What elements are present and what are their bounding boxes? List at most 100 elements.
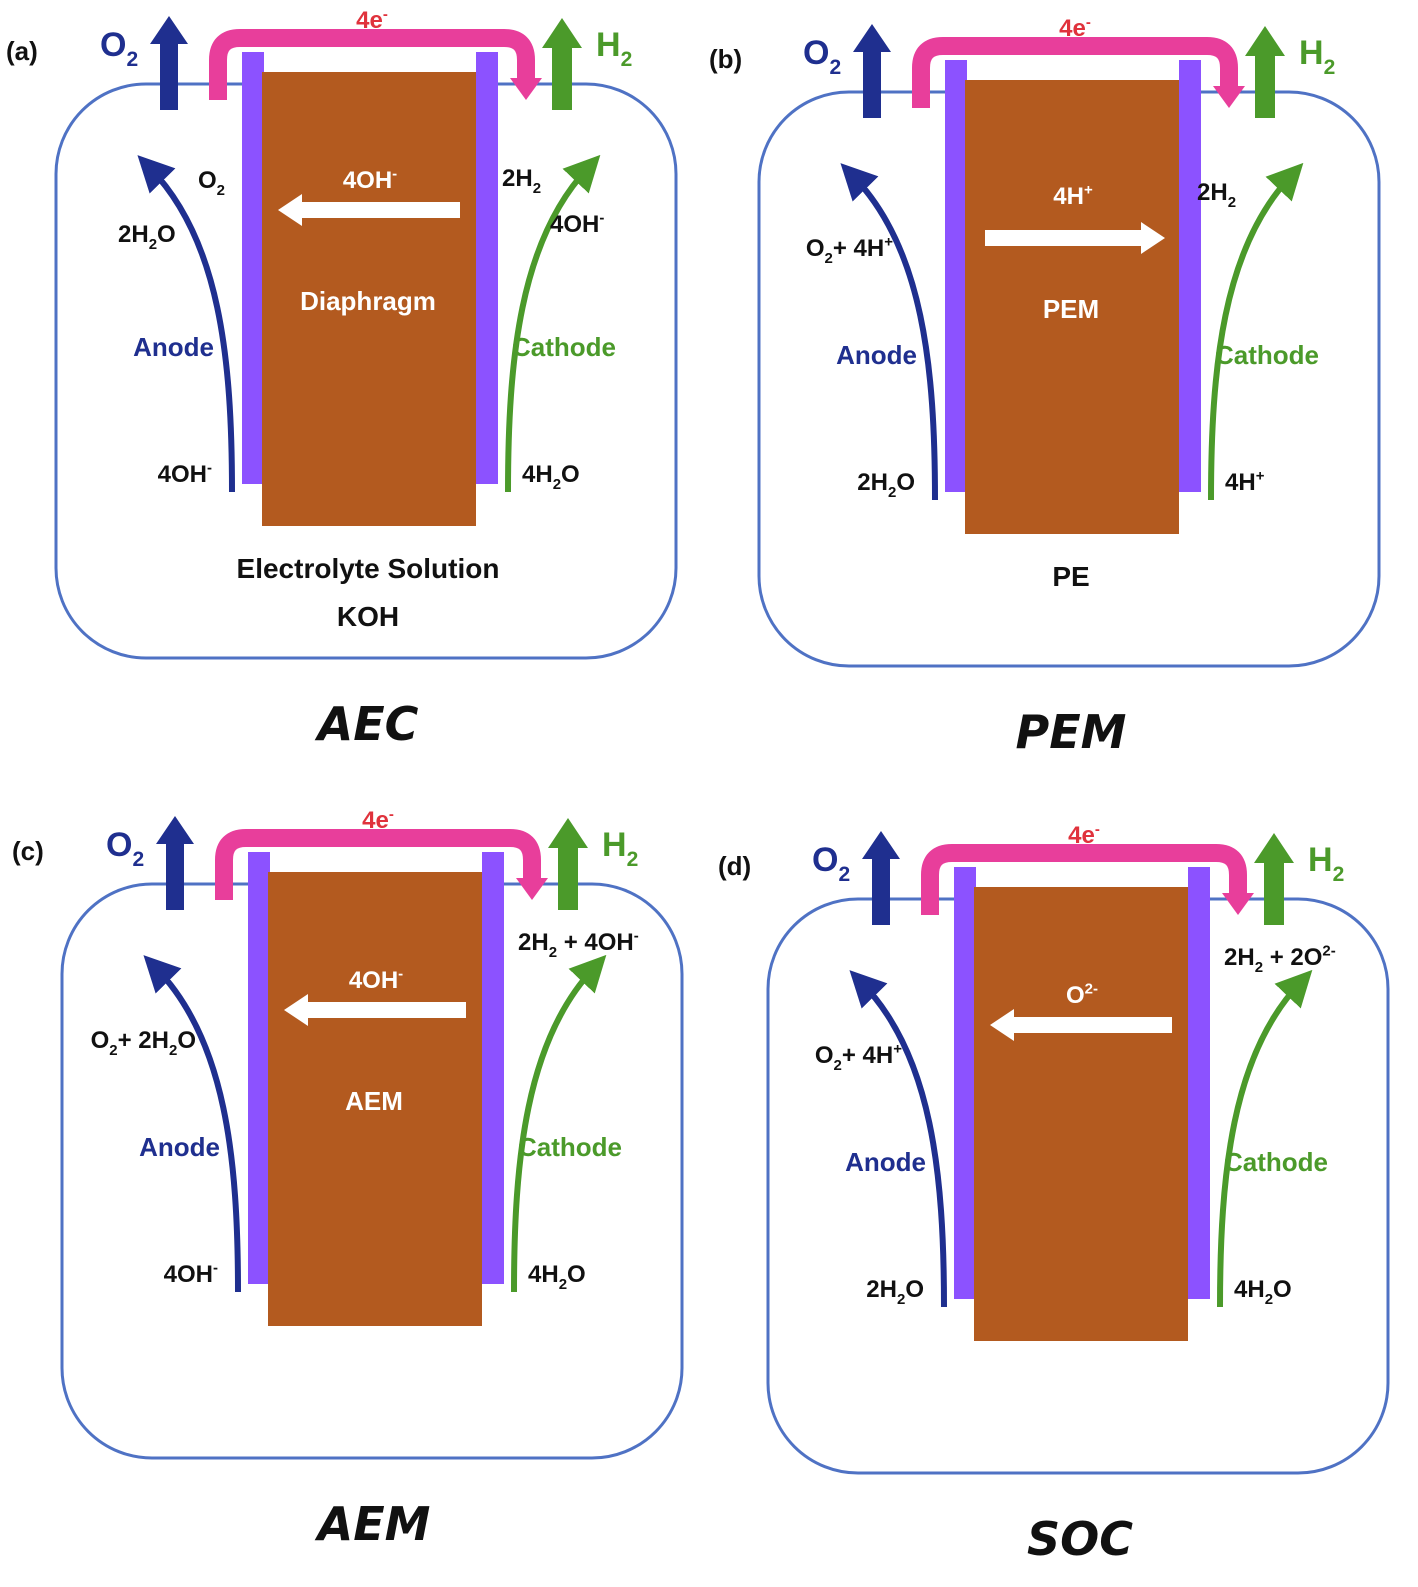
h2-outlet-label: H2 — [1299, 34, 1335, 79]
panel-caption: AEM — [315, 1497, 431, 1551]
ion-label: 4H+ — [1053, 181, 1093, 210]
anode-reaction-arrow-icon — [849, 970, 947, 1308]
cathode-reaction-arrow-icon — [1217, 969, 1313, 1308]
membrane — [262, 72, 476, 526]
membrane — [965, 80, 1179, 534]
anode-label: Anode — [139, 1132, 220, 1162]
cathode-product-label: 2H2 — [1197, 179, 1236, 211]
cathode-label: Cathode — [518, 1132, 622, 1162]
cathode-reactant-label: 4H2O — [1234, 1276, 1292, 1308]
panel-letter: (d) — [718, 851, 751, 881]
o2-outlet-label: O2 — [100, 26, 138, 71]
electrolyte-label: Electrolyte Solution — [237, 553, 500, 584]
electron-count-label: 4e- — [1059, 14, 1091, 42]
h2-outlet-label: H2 — [602, 826, 638, 871]
anode-electrode — [248, 852, 270, 1284]
anode-product-label: O2+ 4H+ — [806, 233, 893, 267]
anode-reactant-label: 4OH- — [164, 1259, 218, 1288]
electron-count-label: 4e- — [356, 6, 388, 34]
electron-count-label: 4e- — [362, 806, 394, 834]
h2-outlet-arrow-icon — [548, 818, 588, 910]
panel-soc: O2- Anode Cathode O2 H2 4e- (d) O2+ 4H+ 2H2O 2H2 … — [718, 821, 1390, 1566]
panel-caption: PEM — [1016, 705, 1127, 759]
ion-migration-arrow-icon — [278, 194, 460, 226]
ion-migration-arrow-icon — [284, 994, 466, 1026]
external-circuit — [912, 37, 1238, 108]
h2-outlet-arrow-icon — [542, 18, 582, 110]
cathode-reaction-arrow-icon — [505, 154, 601, 493]
anode-reaction-arrow-icon — [137, 155, 235, 493]
external-circuit — [921, 844, 1247, 915]
panel-caption: AEC — [315, 697, 419, 751]
anode-label: Anode — [845, 1147, 926, 1177]
ion-label: 4OH- — [349, 965, 403, 994]
anode-reactant-label: 4OH- — [158, 459, 212, 488]
ion-migration-arrow-icon — [985, 222, 1165, 254]
o2-outlet-arrow-icon — [150, 16, 188, 110]
cathode-product-label: 2H2 — [502, 165, 541, 197]
h2-outlet-label: H2 — [1308, 841, 1344, 886]
panel-letter: (b) — [709, 44, 742, 74]
cathode-reactant-label: 4H2O — [522, 461, 580, 493]
cathode-label: Cathode — [1224, 1147, 1328, 1177]
anode-electrode — [242, 52, 264, 484]
cathode-reaction-arrow-icon — [511, 954, 607, 1293]
membrane-label: PEM — [1043, 294, 1099, 324]
cathode-electrode — [482, 852, 504, 1284]
o2-outlet-arrow-icon — [862, 831, 900, 925]
anode-reactant-label: 2H2O — [866, 1276, 924, 1308]
anode-label: Anode — [836, 340, 917, 370]
electron-flow-arrowhead-icon — [510, 78, 542, 100]
cathode-electrode — [1179, 60, 1201, 492]
membrane — [268, 872, 482, 1326]
anode-product-label: O2+ 2H2O — [91, 1027, 196, 1059]
electrolyte-label: PE — [1052, 561, 1089, 592]
o2-outlet-label: O2 — [812, 841, 850, 886]
anode-label: Anode — [133, 332, 214, 362]
anode-reaction-arrow-icon — [840, 163, 938, 501]
ion-label: 4OH- — [343, 165, 397, 194]
h2-outlet-label: H2 — [596, 26, 632, 71]
anode-product-label: 2H2O — [118, 221, 176, 253]
cathode-reactant-label: 4H2O — [528, 1261, 586, 1293]
panel-letter: (c) — [12, 836, 44, 866]
ion-migration-arrow-icon — [990, 1009, 1172, 1041]
cathode-reaction-arrow-icon — [1208, 162, 1304, 501]
cathode-product-label: 2H2 + 2O2- — [1224, 942, 1336, 976]
membrane-label: Diaphragm — [300, 286, 436, 316]
electron-flow-arrowhead-icon — [516, 878, 548, 900]
anode-electrode — [954, 867, 976, 1299]
panel-caption: SOC — [1027, 1512, 1133, 1566]
membrane — [974, 887, 1188, 1341]
electron-flow-arrowhead-icon — [1213, 86, 1245, 108]
membrane-label: AEM — [345, 1086, 403, 1116]
ion-label: O2- — [1066, 980, 1098, 1009]
anode-product-label: O2 — [198, 167, 225, 199]
panel-letter: (a) — [6, 36, 38, 66]
anode-electrode — [945, 60, 967, 492]
cathode-product-label: 2H2 + 4OH- — [518, 927, 639, 961]
panel-aem: 4OH- AEM Anode Cathode O2 H2 4e- (c) O2+ 2H2O 4OH… — [12, 806, 684, 1551]
cathode-reactant-label: 4H+ — [1225, 467, 1265, 496]
cathode-electrode — [1188, 867, 1210, 1299]
cathode-label: Cathode — [1215, 340, 1319, 370]
electron-count-label: 4e- — [1068, 821, 1100, 849]
panel-pem: 4H+ PEM Anode Cathode O2 H2 4e- (b) O2+ 4H+ 2H2O 2… — [709, 14, 1381, 759]
o2-outlet-label: O2 — [106, 826, 144, 871]
anode-reaction-arrow-icon — [143, 955, 241, 1293]
cathode-product-label: 4OH- — [550, 209, 604, 238]
h2-outlet-arrow-icon — [1245, 26, 1285, 118]
cathode-electrode — [476, 52, 498, 484]
o2-outlet-label: O2 — [803, 34, 841, 79]
electron-flow-arrowhead-icon — [1222, 893, 1254, 915]
cathode-label: Cathode — [512, 332, 616, 362]
o2-outlet-arrow-icon — [853, 24, 891, 118]
anode-reactant-label: 2H2O — [857, 469, 915, 501]
h2-outlet-arrow-icon — [1254, 833, 1294, 925]
o2-outlet-arrow-icon — [156, 816, 194, 910]
electrolyte-formula-label: KOH — [337, 601, 399, 632]
anode-product-label: O2+ 4H+ — [815, 1040, 902, 1074]
external-circuit — [215, 829, 541, 900]
